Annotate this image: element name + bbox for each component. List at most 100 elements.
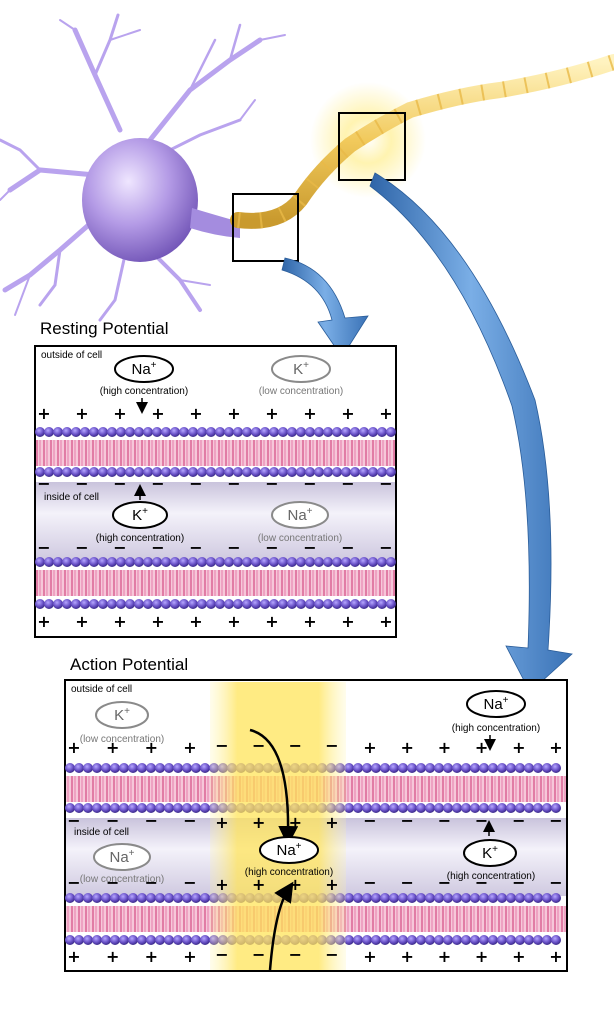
lipid-head	[191, 935, 201, 945]
lipid-head	[200, 803, 210, 813]
lipid-head	[101, 803, 111, 813]
lipid-head	[389, 803, 399, 813]
action-panel: outside of cell inside of cell ++++ −−−−…	[64, 679, 568, 972]
lipid-head	[386, 599, 396, 609]
lipid-head	[332, 557, 342, 567]
lipid-head	[506, 803, 516, 813]
minus-sign: −	[227, 474, 240, 493]
lipid-head	[125, 427, 135, 437]
lipid-head	[74, 893, 84, 903]
lipid-head	[443, 763, 453, 773]
lipid-head	[551, 893, 561, 903]
lipid-head	[461, 763, 471, 773]
lipid-head	[434, 935, 444, 945]
lipid-head	[434, 803, 444, 813]
plus-sign: +	[265, 612, 278, 631]
lipid-head	[71, 557, 81, 567]
lipid-head	[470, 803, 480, 813]
lipid-head	[389, 935, 399, 945]
lipid-head	[368, 599, 378, 609]
resting-k-inside: K+ (high concentration)	[96, 484, 184, 544]
action-minus-row-bottom-channel: −−−−	[215, 945, 338, 964]
lipid-head	[200, 763, 210, 773]
lipid-head	[341, 557, 351, 567]
lipid-head	[251, 467, 261, 477]
lipid-head	[224, 599, 234, 609]
lipid-head	[188, 599, 198, 609]
svg-text:K+: K+	[293, 360, 309, 378]
plus-sign: +	[189, 612, 202, 631]
lipid-head	[425, 803, 435, 813]
lipid-head	[44, 557, 54, 567]
neuron-illustration	[0, 13, 614, 322]
action-minus-row-top-channel: −−−−	[215, 736, 338, 755]
lipid-head	[386, 427, 396, 437]
lipid-head	[533, 893, 543, 903]
lipid-head	[287, 557, 297, 567]
lipid-head	[371, 893, 381, 903]
plus-sign: +	[215, 813, 228, 832]
lipid-head	[314, 467, 324, 477]
resting-k-outside: K+ (low concentration)	[259, 355, 343, 397]
lipid-head	[110, 893, 120, 903]
action-k-outside: K+ (low concentration)	[80, 701, 164, 745]
minus-sign: −	[151, 474, 164, 493]
minus-sign: −	[151, 538, 164, 557]
lipid-head	[269, 599, 279, 609]
lipid-head	[80, 557, 90, 567]
lipid-head	[173, 803, 183, 813]
lipid-head	[83, 763, 93, 773]
plus-sign: +	[75, 404, 88, 423]
lipid-head	[191, 763, 201, 773]
plus-sign: +	[106, 738, 119, 757]
lipid-head	[188, 467, 198, 477]
lipid-head	[134, 427, 144, 437]
lipid-head	[206, 599, 216, 609]
resting-title: Resting Potential	[40, 319, 169, 338]
lipid-head	[515, 935, 525, 945]
resting-zoom-box	[232, 193, 299, 262]
lipid-head	[242, 427, 252, 437]
minus-sign: −	[227, 538, 240, 557]
lipid-head	[233, 427, 243, 437]
lipid-head	[206, 467, 216, 477]
lipid-head	[341, 599, 351, 609]
action-minus-row-1-right: −−−−−−	[363, 811, 562, 830]
minus-sign: −	[183, 873, 196, 892]
minus-sign: −	[289, 945, 302, 964]
lipid-head	[479, 935, 489, 945]
lipid-head	[146, 763, 156, 773]
lipid-head	[179, 427, 189, 437]
lipid-head	[260, 427, 270, 437]
lipid-head	[398, 893, 408, 903]
resting-inside-label: inside of cell	[44, 492, 99, 503]
plus-sign: +	[438, 947, 451, 966]
lipid-head	[332, 599, 342, 609]
lipid-head	[197, 557, 207, 567]
lipid-head	[62, 557, 72, 567]
plus-sign: +	[363, 947, 376, 966]
minus-sign: −	[75, 538, 88, 557]
resting-na-outside: Na+ (high concentration)	[100, 355, 188, 414]
lipid-head	[380, 893, 390, 903]
sodium-channel-glow	[210, 682, 346, 970]
minus-sign: −	[113, 474, 126, 493]
lipid-head	[89, 427, 99, 437]
resting-minus-row-2: −−−−−−−−−−	[37, 538, 392, 557]
lipid-head	[353, 763, 363, 773]
lipid-head	[74, 763, 84, 773]
plus-sign: +	[67, 738, 80, 757]
plus-sign: +	[438, 738, 451, 757]
lipid-head	[224, 557, 234, 567]
lipid-head	[524, 803, 534, 813]
plus-sign: +	[549, 947, 562, 966]
plus-sign: +	[189, 404, 202, 423]
action-na-outside: Na+ (high concentration)	[452, 690, 540, 751]
lipid-head	[344, 803, 354, 813]
lipid-head	[137, 803, 147, 813]
plus-sign: +	[252, 875, 265, 894]
action-na-channel: Na+ (high concentration)	[245, 836, 333, 878]
lipid-head	[191, 893, 201, 903]
lipid-head	[470, 935, 480, 945]
minus-sign: −	[289, 736, 302, 755]
